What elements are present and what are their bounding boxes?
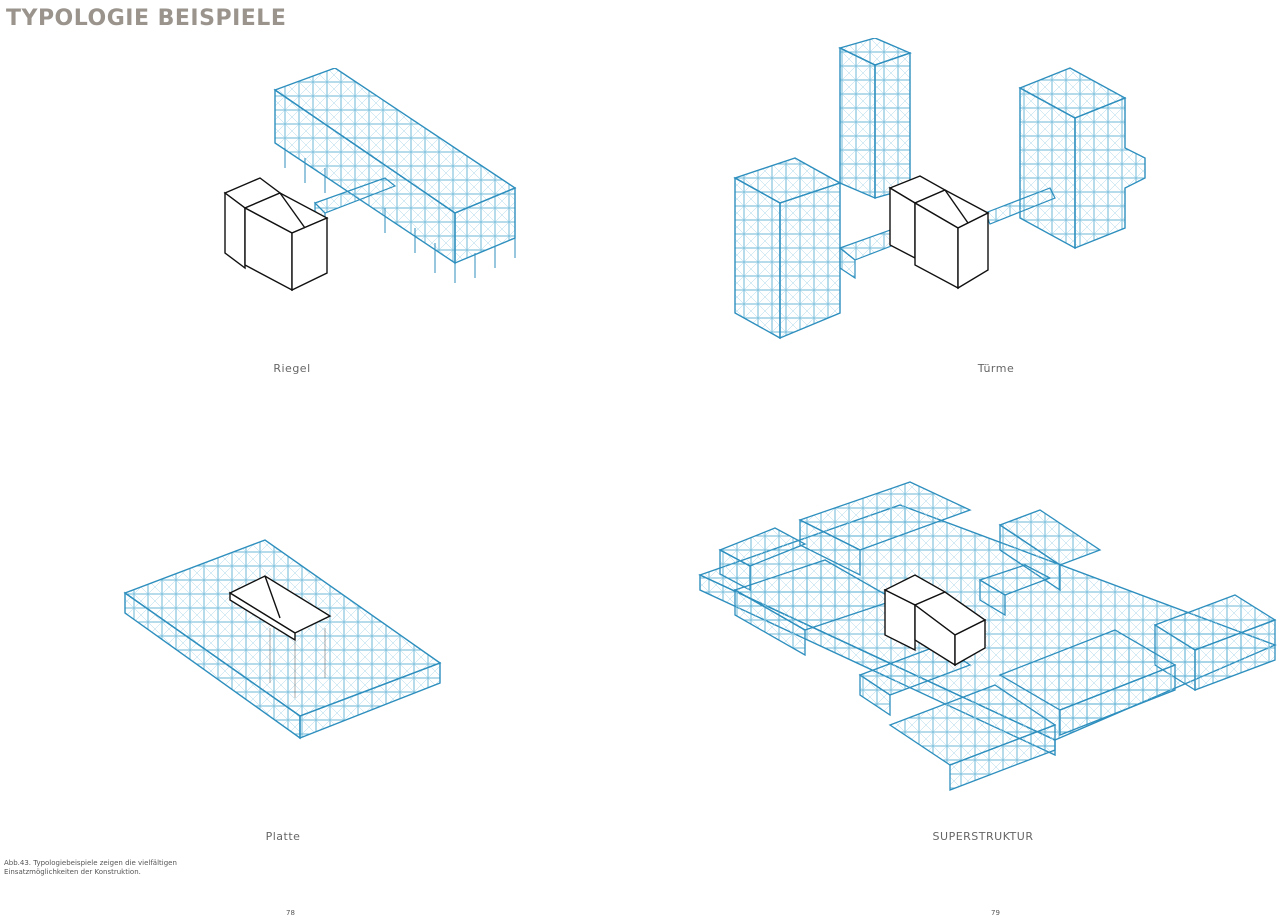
figure-caption: Abb.43. Typologiebeispiele zeigen die vi… <box>4 859 204 877</box>
superstruktur-drawing <box>698 481 1277 791</box>
tuerme-drawing <box>733 38 1146 340</box>
diagram-tuerme <box>730 38 1150 343</box>
page-number-left: 78 <box>286 909 295 917</box>
label-superstruktur: SUPERSTRUKTUR <box>932 830 1034 843</box>
diagram-riegel <box>215 68 525 298</box>
riegel-drawing <box>223 68 517 292</box>
caption-line-1: Abb.43. Typologiebeispiele zeigen die vi… <box>4 859 177 867</box>
platte-drawing <box>123 539 442 740</box>
diagram-superstruktur <box>695 480 1280 800</box>
label-platte: Platte <box>265 830 301 843</box>
page-title: TYPOLOGIE BEISPIELE <box>6 6 287 31</box>
house-icon <box>888 175 990 290</box>
label-tuerme: Türme <box>977 362 1015 375</box>
house-icon <box>883 574 987 667</box>
house-icon <box>228 575 332 642</box>
page-number-right: 79 <box>991 909 1000 917</box>
house-icon <box>223 177 329 292</box>
label-riegel: Riegel <box>273 362 311 375</box>
diagram-platte <box>120 538 450 748</box>
caption-line-2: Einsatzmöglichkeiten der Konstruktion. <box>4 868 141 876</box>
